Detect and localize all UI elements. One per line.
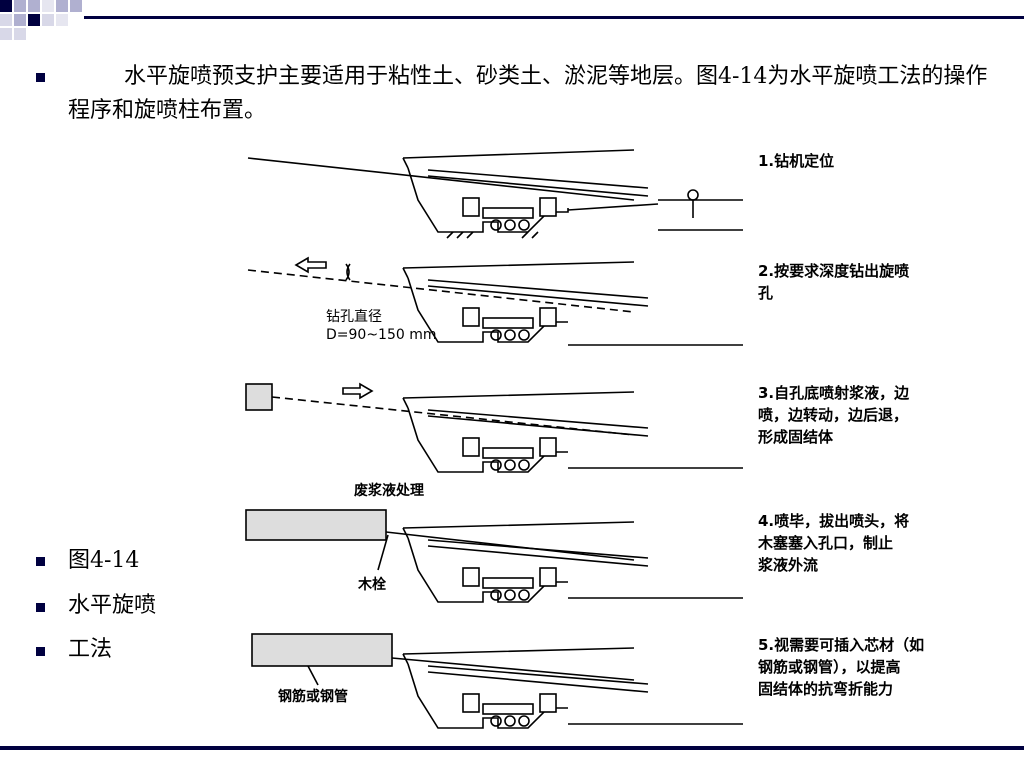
step-2-label: 2.按要求深度钻出旋喷 孔 xyxy=(758,262,910,302)
panel-5-insert-core xyxy=(251,633,743,729)
bullet-marker xyxy=(36,647,45,656)
bullet-marker xyxy=(36,557,45,566)
panel-4-plugging xyxy=(245,509,743,603)
process-diagram xyxy=(245,149,743,729)
step-3-label: 3.自孔底喷射浆液，边 喷，边转动，边后退， 形成固结体 xyxy=(758,384,910,446)
list-item-method: 水平旋喷 xyxy=(68,593,157,618)
panel-2-drilling xyxy=(247,256,743,346)
process-figure: 1.钻机定位 2.按要求深度钻出旋喷 孔 3.自孔底喷射浆液，边 喷，边转动，边… xyxy=(238,140,1010,740)
list-item-figure-number: 图4-14 xyxy=(68,548,140,573)
bullet-marker xyxy=(36,73,45,82)
waste-slurry-label: 废浆液处理 xyxy=(354,483,424,499)
bullet-marker xyxy=(36,603,45,612)
step-4-label: 4.喷毕，拔出喷头，将 木塞塞入孔口，制止 浆液外流 xyxy=(758,512,910,574)
panel-1-drill-positioning xyxy=(247,149,743,239)
footer-divider xyxy=(0,746,1024,750)
step-5-label: 5.视需要可插入芯材（如 钢筋或钢管），以提高 固结体的抗弯折能力 xyxy=(758,636,925,698)
header-decoration xyxy=(0,0,1024,40)
intro-paragraph: 水平旋喷预支护主要适用于粘性土、砂类土、淤泥等地层。图4-14为水平旋喷工法的操… xyxy=(68,64,988,123)
wooden-plug-label: 木栓 xyxy=(358,577,386,593)
rebar-pipe-label: 钢筋或钢管 xyxy=(278,689,348,705)
list-item-technique: 工法 xyxy=(68,637,113,662)
step-1-label: 1.钻机定位 xyxy=(758,152,835,170)
panel-3-jet-grouting xyxy=(245,382,743,473)
drill-diameter-label: 钻孔直径 D=90~150 mm xyxy=(326,309,437,343)
